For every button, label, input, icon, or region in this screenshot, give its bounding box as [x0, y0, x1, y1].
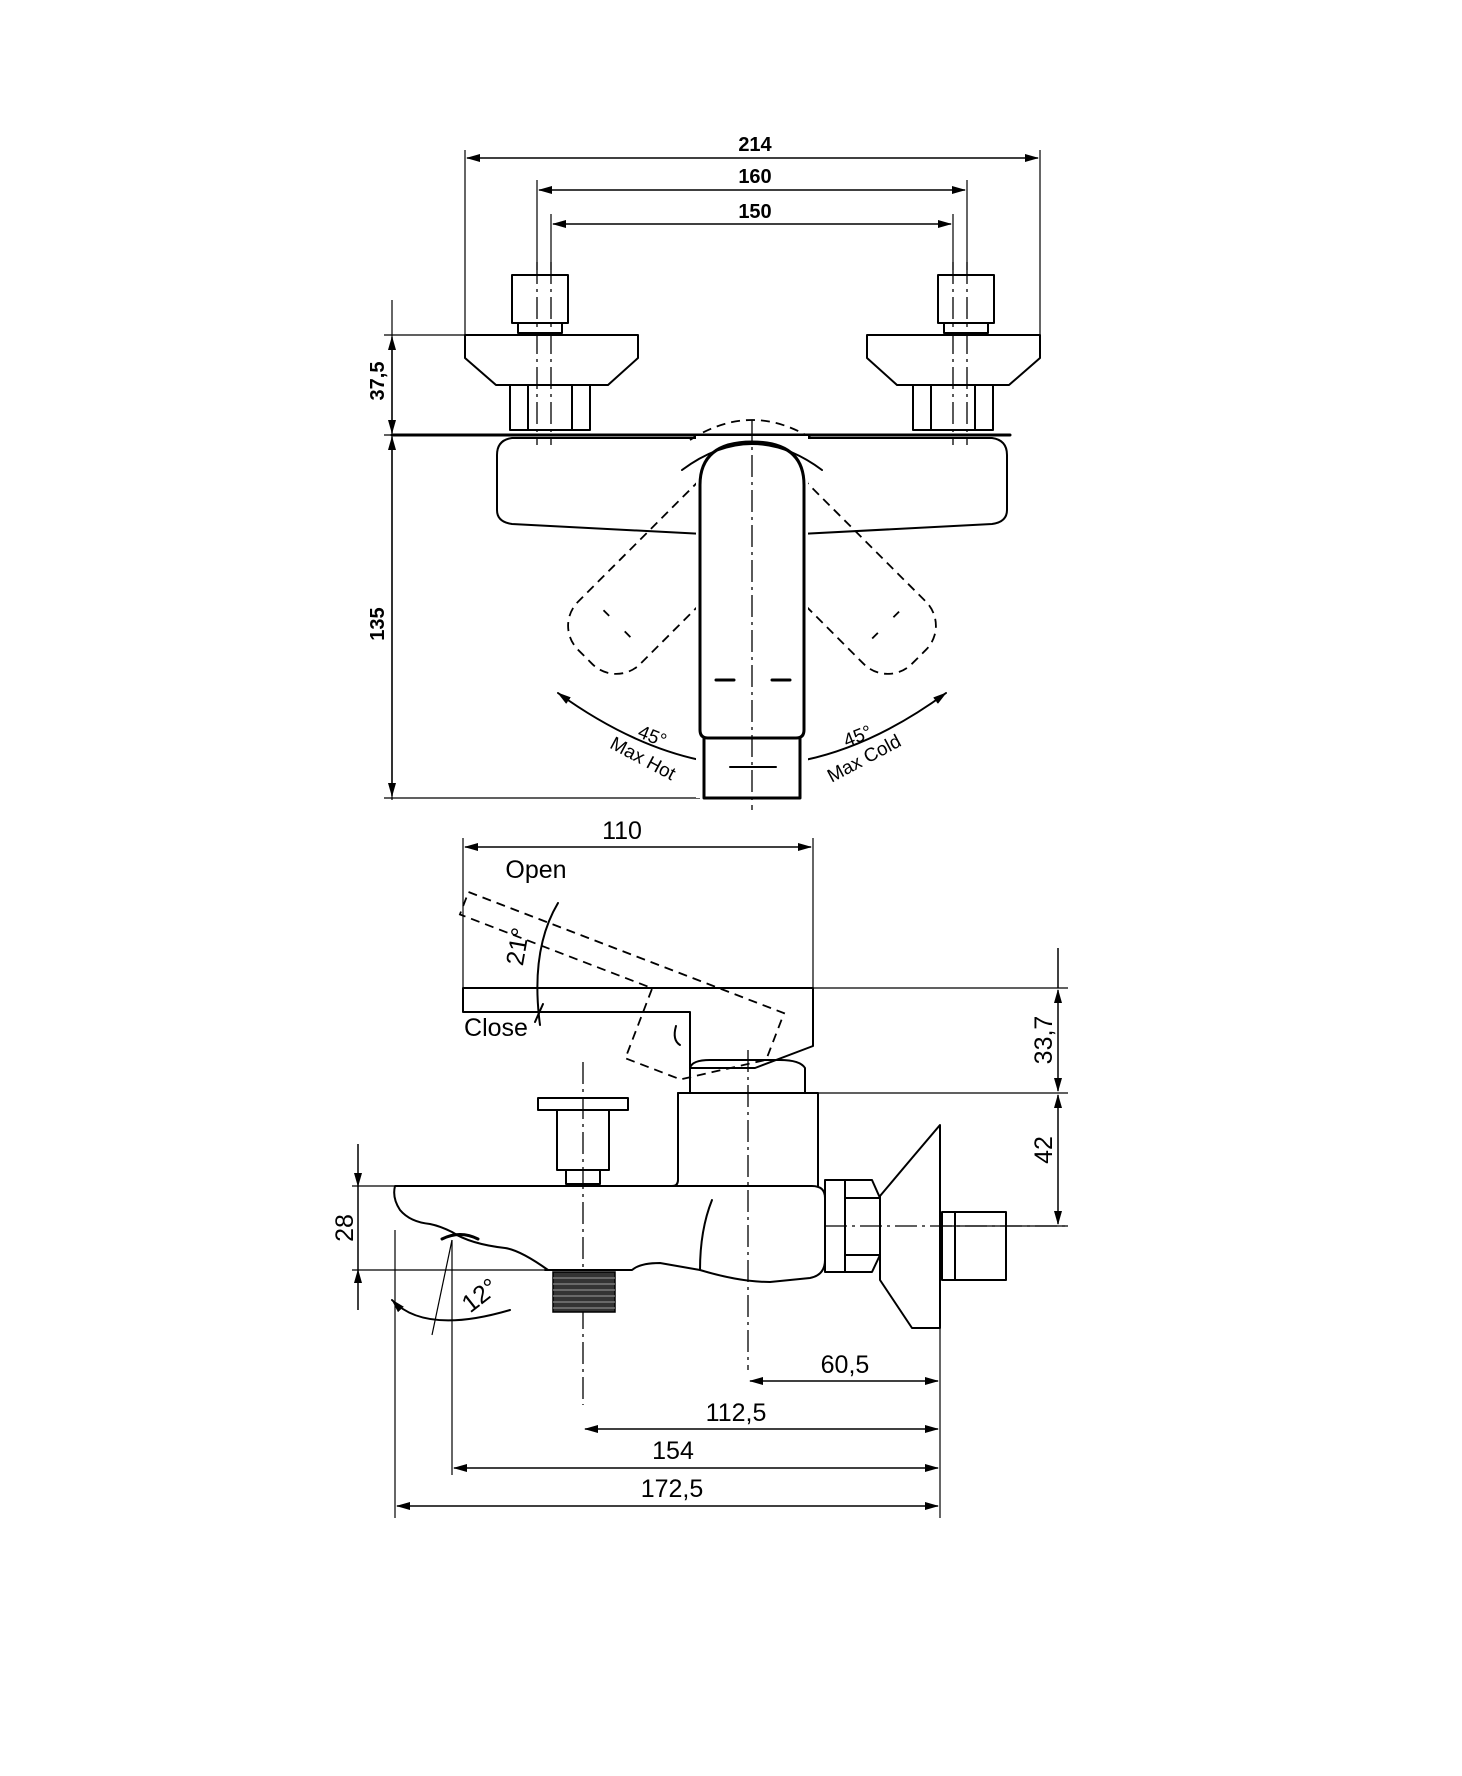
lever-closed: [462, 987, 814, 1069]
mixer-column: [671, 1050, 819, 1370]
dim-body-height: 42: [1030, 1136, 1058, 1164]
front-top-dimensions: 214 160 150: [464, 134, 1041, 340]
side-top-dimension: 110: [462, 817, 814, 988]
dim-to-diverter: 112,5: [706, 1399, 767, 1427]
close-label: Close: [464, 1014, 528, 1042]
spout-body: [393, 1185, 826, 1313]
dim-inner-centers: 150: [738, 201, 771, 223]
dim-handle-height: 37,5: [367, 362, 389, 401]
dim-body-height: 135: [367, 607, 389, 640]
right-union-connector: [866, 262, 1041, 445]
dim-lever-height: 33,7: [1030, 1016, 1058, 1065]
lever-angle-label: 21°: [501, 926, 535, 968]
left-union-connector: [464, 262, 639, 445]
dim-to-body-axis: 60,5: [821, 1351, 870, 1379]
dim-lever-length: 110: [602, 817, 642, 845]
dim-spout-height: 28: [331, 1214, 359, 1242]
diverter-knob: [537, 1062, 629, 1405]
lever-angle: 21° Open Close: [464, 856, 567, 1042]
front-left-dimensions: 37,5 135: [367, 300, 700, 800]
side-view: 110 21° Open Close 33,7: [331, 817, 1068, 1518]
dim-outer-centers: 160: [738, 166, 771, 188]
side-bottom-dimensions: 60,5 112,5 154 172,5: [394, 1230, 941, 1518]
front-view: 214 160 150 37,5 135: [367, 134, 1041, 810]
dim-overall-width: 214: [738, 134, 772, 156]
handle-front: [681, 420, 823, 810]
spout-angle: 12°: [391, 1239, 511, 1475]
dim-overall-depth: 172,5: [641, 1475, 704, 1503]
dim-to-outlet: 154: [652, 1437, 694, 1465]
open-label: Open: [505, 856, 566, 884]
lever-open-ghost: [458, 890, 786, 1081]
spout-angle-label: 12°: [457, 1273, 504, 1318]
spout-height-dimension: 28: [331, 1144, 560, 1310]
